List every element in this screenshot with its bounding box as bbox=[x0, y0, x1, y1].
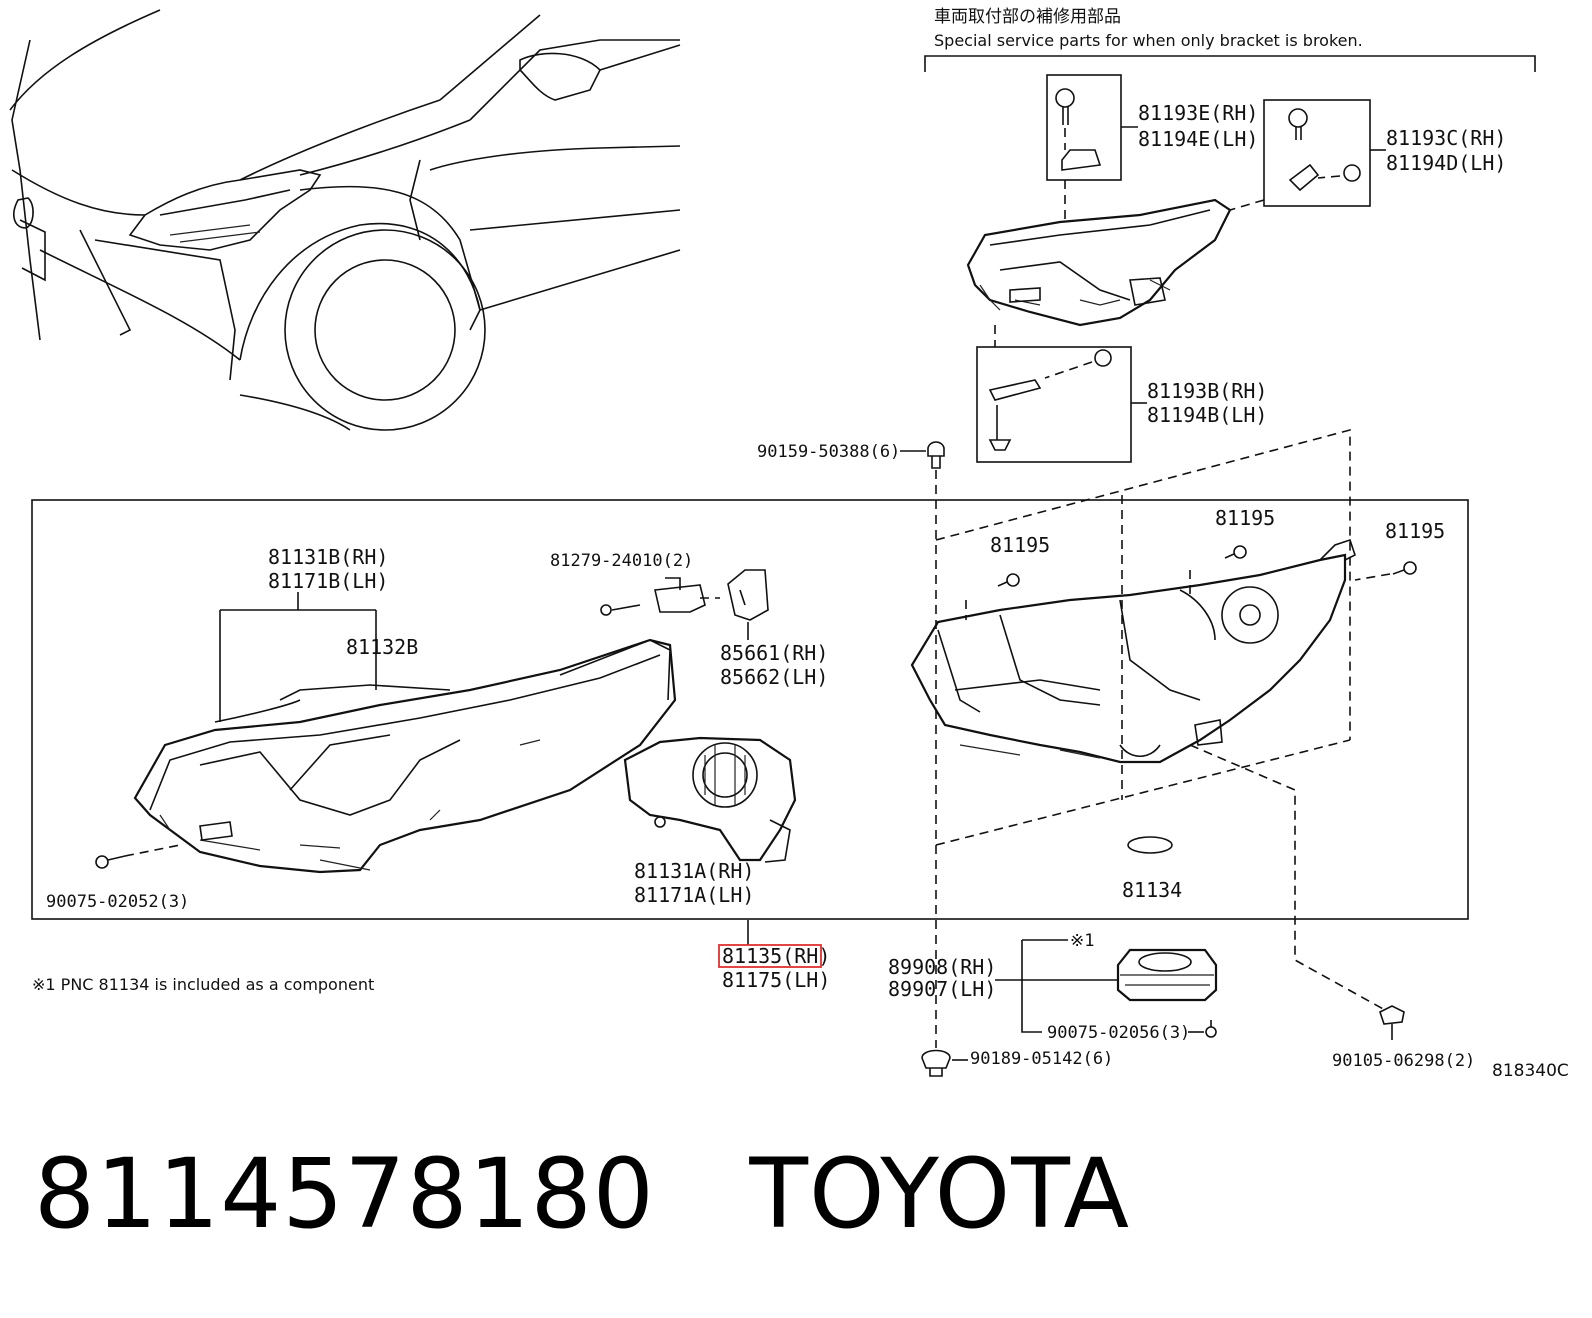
part-81132B: 81132B bbox=[346, 635, 418, 659]
part-81279: 81279-24010(2) bbox=[550, 551, 693, 571]
part-81175: 81175(LH) bbox=[722, 968, 830, 992]
part-81193C: 81193C(RH) bbox=[1386, 126, 1506, 150]
caption-part-number: 8114578180 bbox=[34, 1138, 655, 1250]
part-81131B: 81131B(RH) bbox=[268, 545, 388, 569]
part-89908: 89908(RH) bbox=[888, 955, 996, 979]
part-81195-a: 81195 bbox=[990, 533, 1050, 557]
caption-brand: TOYOTA bbox=[749, 1138, 1131, 1250]
en-title: Special service parts for when only brac… bbox=[934, 31, 1363, 50]
bolt-90105: 90105-06298(2) bbox=[1189, 744, 1475, 1071]
note-mark: ※1 bbox=[1070, 931, 1094, 951]
assembly-frame bbox=[31, 499, 1469, 920]
footnote: ※1 PNC 81134 is included as a component bbox=[32, 975, 374, 994]
part-81194E: 81194E(LH) bbox=[1138, 127, 1258, 151]
part-81194B: 81194B(LH) bbox=[1147, 403, 1267, 427]
part-81171A: 81171A(LH) bbox=[634, 883, 754, 907]
part-81194D: 81194D(LH) bbox=[1386, 151, 1506, 175]
part-81135: 81135(RH) bbox=[722, 944, 830, 968]
part-90075-02052: 90075-02052(3) bbox=[46, 892, 189, 912]
part-85662: 85662(LH) bbox=[720, 665, 828, 689]
projector-unit: 81131A(RH) 81171A(LH) bbox=[623, 736, 797, 907]
bracket-kit-c: 81193C(RH) 81194D(LH) bbox=[1229, 99, 1506, 211]
headlamp-assembly-small bbox=[966, 198, 1232, 327]
reference-code: 818340C bbox=[1492, 1061, 1569, 1081]
part-90075-02056: 90075-02056(3) bbox=[1047, 1023, 1190, 1043]
service-parts-header: 車両取付部の補修用部品 Special service parts for wh… bbox=[924, 7, 1536, 72]
part-90105: 90105-06298(2) bbox=[1332, 1051, 1475, 1071]
part-81134: 81134 bbox=[1122, 878, 1182, 902]
headlamp-lens-housing: 81131B(RH) 81171B(LH) 81132B 81279-24010… bbox=[46, 545, 828, 912]
part-caption: 8114578180 TOYOTA bbox=[34, 1138, 1130, 1250]
assembly-label: 81135(RH) 81175(LH) bbox=[718, 920, 830, 992]
part-81195-b: 81195 bbox=[1215, 506, 1275, 530]
bracket-kit-b: 81193B(RH) 81194B(LH) bbox=[976, 325, 1267, 463]
headlamp-housing-rear: 81195 81195 81195 81134 bbox=[910, 428, 1445, 902]
ballast-unit: ※1 89908(RH) 89907(LH) 90075-02056(3) bbox=[888, 931, 1218, 1043]
clip-90159: 90159-50388(6) bbox=[757, 441, 945, 1048]
part-81193E: 81193E(RH) bbox=[1138, 101, 1258, 125]
part-90159: 90159-50388(6) bbox=[757, 442, 900, 462]
part-81131A: 81131A(RH) bbox=[634, 859, 754, 883]
jp-title: 車両取付部の補修用部品 bbox=[934, 7, 1121, 27]
part-81171B: 81171B(LH) bbox=[268, 569, 388, 593]
part-85661: 85661(RH) bbox=[720, 641, 828, 665]
part-81195-c: 81195 bbox=[1385, 519, 1445, 543]
clip-90189: 90189-05142(6) bbox=[921, 1049, 1113, 1077]
part-81193B: 81193B(RH) bbox=[1147, 379, 1267, 403]
part-89907: 89907(LH) bbox=[888, 977, 996, 1001]
bracket-kit-e: 81193E(RH) 81194E(LH) bbox=[1046, 74, 1258, 225]
vehicle-front-illustration bbox=[9, 9, 681, 431]
part-90189: 90189-05142(6) bbox=[970, 1049, 1113, 1069]
